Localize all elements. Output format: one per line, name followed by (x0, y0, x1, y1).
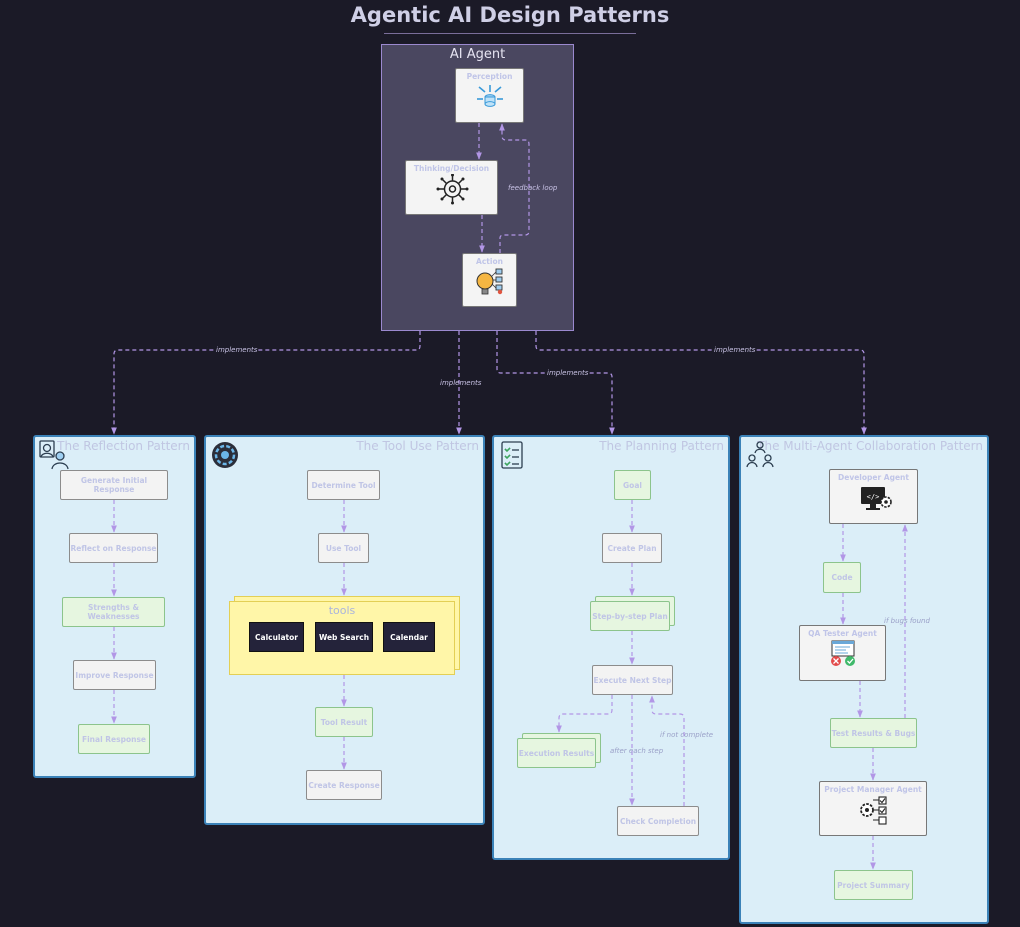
reflection-step-reflect[interactable]: Reflect on Response (69, 533, 158, 563)
qa-tester-agent-node[interactable]: QA Tester Agent (799, 625, 886, 681)
after-each-step-label: after each step (610, 747, 664, 755)
edge-implements-planning (496, 331, 615, 435)
edge-p-execute-results (556, 695, 613, 733)
reflection-pattern-title: The Reflection Pattern (57, 439, 190, 453)
lightbulb-icon (476, 268, 503, 295)
use-tool-node[interactable]: Use Tool (318, 533, 369, 563)
edge-feedback-loop (499, 123, 530, 253)
feedback-loop-label: feedback loop (508, 184, 558, 192)
test-results-node[interactable]: Test Results & Bugs (830, 718, 917, 748)
tool-calculator[interactable]: Calculator (249, 622, 304, 652)
diagram-title: Agentic AI Design Patterns (350, 3, 670, 27)
qa-tester-agent-label: QA Tester Agent (808, 629, 877, 638)
planning-pattern-title: The Planning Pattern (599, 439, 724, 453)
title-underline (384, 33, 636, 34)
gear-checklist-icon (860, 796, 887, 825)
reflection-step-strengths[interactable]: Strengths & Weaknesses (62, 597, 165, 627)
multi-agent-pattern-title: The Multi-Agent Collaboration Pattern (757, 439, 983, 453)
perception-icon (477, 85, 503, 107)
action-label: Action (476, 257, 503, 266)
implements-label-multi-agent: implements (713, 346, 757, 354)
tools-group-label: tools (328, 604, 356, 617)
reflection-step-final[interactable]: Final Response (78, 724, 150, 754)
developer-agent-node[interactable]: Developer Agent </> (829, 469, 918, 524)
thinking-label: Thinking/Decision (413, 164, 490, 173)
tool-result-node[interactable]: Tool Result (315, 707, 373, 737)
create-plan-node[interactable]: Create Plan (602, 533, 662, 563)
implements-label-reflection: implements (215, 346, 259, 354)
monitor-code-icon: </> (861, 487, 892, 510)
action-node[interactable]: Action (462, 253, 517, 307)
if-bugs-found-label: if bugs found (884, 617, 930, 625)
edge-implements-multi-agent (535, 331, 867, 435)
svg-text:</>: </> (867, 493, 880, 501)
reflection-step-improve[interactable]: Improve Response (73, 660, 156, 690)
check-completion-node[interactable]: Check Completion (617, 806, 699, 836)
edge-p-if-not-complete (649, 695, 685, 806)
thinking-node[interactable]: Thinking/Decision (405, 160, 498, 215)
perception-node[interactable]: Perception (455, 68, 524, 123)
code-node[interactable]: Code (823, 562, 861, 593)
project-summary-node[interactable]: Project Summary (834, 870, 913, 900)
qa-test-icon (831, 640, 855, 666)
team-icon (746, 441, 774, 468)
implements-label-planning: implements (546, 369, 590, 377)
gear-icon (212, 442, 238, 468)
reflection-person-icon (39, 440, 69, 470)
planning-pattern-panel: The Planning Pattern (492, 435, 730, 860)
checklist-icon (501, 441, 523, 469)
project-manager-agent-label: Project Manager Agent (824, 785, 922, 794)
chip-icon (436, 174, 469, 205)
edge-implements-reflection (111, 331, 421, 435)
developer-agent-label: Developer Agent (838, 473, 909, 482)
reflection-step-generate[interactable]: Generate Initial Response (60, 470, 168, 500)
execution-results-node[interactable]: Execution Results (517, 738, 596, 768)
implements-label-tool-use: implements (440, 379, 482, 387)
tool-calendar[interactable]: Calendar (383, 622, 435, 652)
goal-node[interactable]: Goal (614, 470, 651, 500)
if-not-complete-label: if not complete (660, 731, 714, 739)
ai-agent-label: AI Agent (449, 47, 506, 62)
perception-label: Perception (466, 72, 513, 81)
execute-next-step-node[interactable]: Execute Next Step (592, 665, 673, 695)
step-by-step-plan-node[interactable]: Step-by-step Plan (590, 601, 670, 631)
tool-use-pattern-title: The Tool Use Pattern (356, 439, 479, 453)
create-response-node[interactable]: Create Response (306, 770, 382, 800)
determine-tool-node[interactable]: Determine Tool (307, 470, 380, 500)
tool-web-search[interactable]: Web Search (315, 622, 373, 652)
project-manager-agent-node[interactable]: Project Manager Agent (819, 781, 927, 836)
